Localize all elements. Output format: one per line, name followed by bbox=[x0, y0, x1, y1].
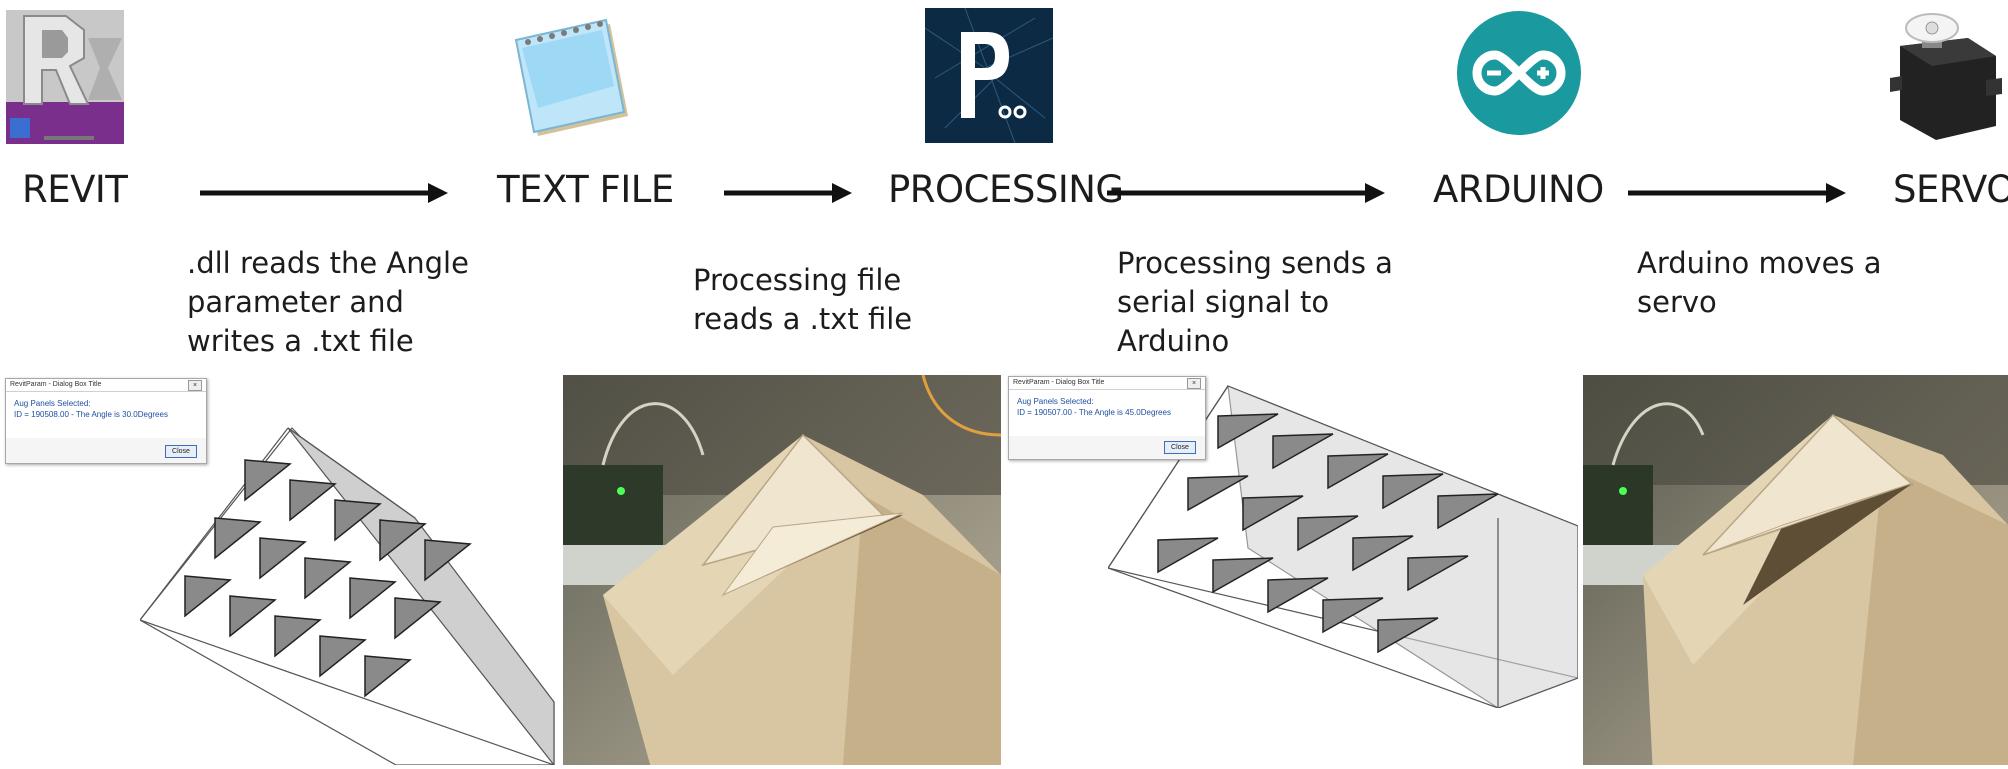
revit-panel-model-45deg bbox=[1107, 378, 1579, 709]
dialog-title: RevitParam - Dialog Box Title × bbox=[1009, 377, 1205, 390]
physical-model-photo-45deg bbox=[1583, 375, 2008, 765]
description-processing-sends-serial: Processing sends a serial signal to Ardu… bbox=[1117, 244, 1393, 361]
description-processing-reads-txt: Processing file reads a .txt file bbox=[693, 261, 912, 339]
stage-label-text-file: TEXT FILE bbox=[497, 168, 674, 211]
revit-dialog-30deg: RevitParam - Dialog Box Title × Aug Panel… bbox=[5, 378, 207, 464]
arduino-logo-icon bbox=[1455, 8, 1583, 138]
dialog-body: Aug Panels Selected: ID = 190508.00 - Th… bbox=[6, 392, 206, 438]
revit-panel-model-30deg bbox=[139, 420, 560, 767]
physical-model-photo-30deg bbox=[563, 375, 1001, 765]
dialog-title-text: RevitParam - Dialog Box Title bbox=[10, 381, 102, 388]
dialog-title-text: RevitParam - Dialog Box Title bbox=[1013, 379, 1105, 386]
flow-arrow-processing-to-arduino bbox=[1107, 180, 1387, 206]
dialog-body: Aug Panels Selected: ID = 190507.00 - Th… bbox=[1009, 390, 1205, 436]
dialog-close-button[interactable]: Close bbox=[1164, 441, 1196, 454]
stage-label-processing: PROCESSING bbox=[888, 168, 1124, 211]
description-line: Processing file bbox=[693, 263, 902, 297]
close-icon[interactable]: × bbox=[1187, 378, 1201, 389]
notepad-icon bbox=[510, 16, 635, 138]
dialog-line: Aug Panels Selected: bbox=[14, 399, 91, 408]
description-line: Processing sends a bbox=[1117, 246, 1393, 280]
close-icon[interactable]: × bbox=[188, 380, 202, 391]
dialog-close-button[interactable]: Close bbox=[165, 445, 197, 458]
stage-label-arduino: ARDUINO bbox=[1433, 168, 1604, 211]
description-dll-writes-txt: .dll reads the Angle parameter and write… bbox=[187, 244, 469, 361]
description-line: servo bbox=[1637, 285, 1717, 319]
dialog-line: Aug Panels Selected: bbox=[1017, 397, 1094, 406]
description-line: serial signal to bbox=[1117, 285, 1330, 319]
revit-logo-icon bbox=[4, 8, 126, 144]
description-arduino-moves-servo: Arduino moves a servo bbox=[1637, 244, 1882, 322]
stage-label-servo: SERVO bbox=[1893, 168, 2008, 211]
dialog-line: ID = 190507.00 - The Angle is 45.0Degree… bbox=[1017, 408, 1171, 417]
flow-arrow-revit-to-text bbox=[200, 180, 450, 206]
description-line: reads a .txt file bbox=[693, 302, 913, 336]
revit-dialog-45deg: RevitParam - Dialog Box Title × Aug Panel… bbox=[1008, 376, 1206, 460]
description-line: .dll reads the Angle bbox=[187, 246, 469, 280]
flow-arrow-arduino-to-servo bbox=[1628, 180, 1848, 206]
description-line: Arduino moves a bbox=[1637, 246, 1882, 280]
servo-motor-icon bbox=[1886, 8, 2004, 146]
flow-arrow-text-to-processing bbox=[724, 180, 854, 206]
dialog-title: RevitParam - Dialog Box Title × bbox=[6, 379, 206, 392]
processing-logo-icon bbox=[924, 7, 1054, 144]
description-line: writes a .txt file bbox=[187, 324, 414, 358]
description-line: Arduino bbox=[1117, 324, 1230, 358]
stage-label-revit: REVIT bbox=[22, 168, 128, 211]
dialog-line: ID = 190508.00 - The Angle is 30.0Degree… bbox=[14, 410, 168, 419]
description-line: parameter and bbox=[187, 285, 404, 319]
